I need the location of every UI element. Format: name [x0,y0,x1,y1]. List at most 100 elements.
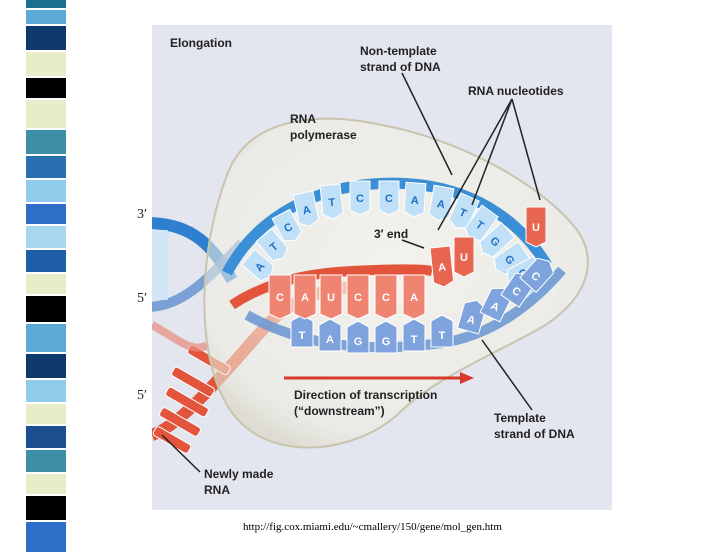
non-template-base: T [448,192,480,229]
non-template-base-letter: T [457,207,468,221]
non-template-base: T [464,204,499,241]
incoming-nucleotide: A [429,245,455,288]
rna-strand [229,264,433,310]
non-template-base-shape [292,190,320,227]
rna-base-letter: C [382,292,390,304]
template-base-shape [430,314,454,348]
non-template-base-left-shape [240,248,275,282]
stripe-segment [26,294,66,296]
template-base-letter: T [299,330,306,342]
incoming-nucleotide-letter: U [532,222,540,234]
non-template-base-letter: C [356,193,364,205]
non-template-base-left: T [255,227,289,262]
rna-base-shape [268,274,292,320]
rna-base: U [319,274,343,320]
template-base-letter: A [326,334,334,346]
side-label-5prime-top: 5′ [137,291,148,306]
label-newly-made-rna-1: Newly made [204,467,274,481]
template-base-shape [519,257,555,294]
stripe-segment [26,0,66,8]
stripe-segment [26,24,66,26]
non-template-base-letter: A [436,198,446,211]
label-non-template-1: Non-template [360,44,437,58]
non-template-base-letter: A [302,204,312,217]
template-base-letter: T [439,330,446,342]
non-template-base-shape [349,180,371,216]
rna-base-shape [374,274,398,320]
rna-base-shape [319,274,343,320]
stripe-segment [26,250,66,272]
stripe-segment [26,402,66,404]
label-template-1: Template [494,411,546,425]
stripe-segment [26,352,66,354]
source-url-caption: http://fig.cox.miami.edu/~cmallery/150/g… [243,521,502,533]
non-template-base: C [349,180,371,216]
template-base-letter: T [411,334,418,346]
stripe-segment [26,154,66,156]
label-newly-made-rna-2: RNA [204,483,230,497]
incoming-nucleotide-letter: A [438,261,447,274]
rna-base: C [374,274,398,320]
stripe-segment [26,180,66,202]
decorative-stripe-bar [26,0,66,552]
label-direction-1: Direction of transcription [294,388,437,402]
stripe-segment [26,204,66,224]
rna-base-letter: C [276,292,284,304]
template-base-shape [374,320,398,354]
label-pointers [161,72,541,473]
incoming-rna-nucleotides: A U U [429,206,547,288]
non-template-base-shape [493,241,531,276]
rna-base: A [402,274,426,320]
non-template-base-left-shape [271,208,303,242]
incoming-nucleotide-letter: U [460,252,468,264]
template-base-shape [456,299,487,335]
template-base: G [346,320,370,354]
rna-base-letter: C [354,292,362,304]
figure-title: Elongation [170,36,232,50]
incoming-nucleotide-shape [525,206,547,248]
non-template-bases: ATCCAATTGGCCATC [240,180,555,301]
rna-base-letter: U [327,292,335,304]
non-template-base-left: C [271,208,303,242]
non-template-base: G [493,241,531,276]
non-template-base: A [403,181,427,218]
template-base-letter: G [382,336,391,348]
stripe-segment [26,424,66,426]
stripe-segment [26,520,66,522]
template-base-shape [346,320,370,354]
stripe-segment [26,50,66,52]
direction-arrow [284,372,474,384]
template-base: A [318,318,342,352]
template-base: G [374,320,398,354]
stripe-segment [26,26,66,50]
label-rna-polymerase-2: polymerase [290,128,357,142]
label-direction-2: (“downstream”) [294,404,385,418]
non-template-base: G [479,221,516,258]
stripe-segment [26,8,66,10]
stripe-segment [26,450,66,472]
stripe-segment [26,426,66,448]
stripe-segment [26,156,66,178]
stripe-segment [26,448,66,450]
side-label-3prime: 3′ [137,207,148,222]
non-template-base-shape [403,181,427,218]
template-base-shape [402,318,426,352]
label-3prime-end: 3′ end [374,227,408,241]
template-base: T [430,314,454,348]
non-template-base-letter: A [410,195,419,208]
rna-base: A [293,274,317,320]
rna-base-letter: A [301,292,309,304]
stripe-segment [26,494,66,496]
stripe-segment [26,404,66,424]
non-template-base-left: A [240,248,275,282]
stripe-segment [26,130,66,154]
template-base: A [456,299,487,335]
rna-base: C [268,274,292,320]
non-template-base: C [378,180,400,216]
stripe-segment [26,496,66,520]
stripe-segment [26,76,66,78]
